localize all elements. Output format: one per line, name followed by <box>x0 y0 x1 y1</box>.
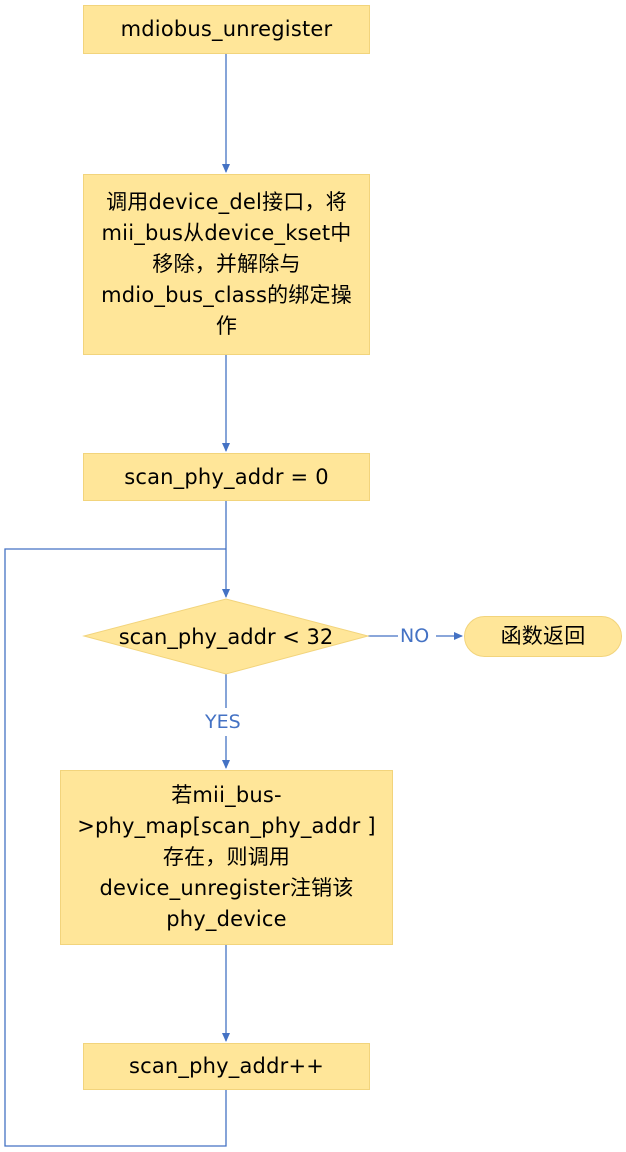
node-device-del: 调用device_del接口，将 mii_bus从device_kset中 移除… <box>83 174 370 355</box>
node-unregister-phy: 若mii_bus- >phy_map[scan_phy_addr ] 存在，则调… <box>60 770 393 945</box>
node-function-return: 函数返回 <box>464 616 622 657</box>
node-unregister-phy-line-5: phy_device <box>166 907 287 931</box>
node-mdiobus-unregister-text: mdiobus_unregister <box>120 17 333 41</box>
edge-label-yes: YES <box>203 711 243 733</box>
node-unregister-phy-line-3: 存在，则调用 <box>162 845 291 869</box>
node-device-del-line-1: 调用device_del接口，将 <box>106 190 347 214</box>
node-init-scan-addr-text: scan_phy_addr = 0 <box>124 464 329 489</box>
node-function-return-text: 函数返回 <box>500 624 586 648</box>
node-device-del-line-2: mii_bus从device_kset中 <box>101 221 352 245</box>
node-increment-scan-addr-text: scan_phy_addr++ <box>128 1054 325 1078</box>
node-unregister-phy-line-2: >phy_map[scan_phy_addr ] <box>77 814 376 838</box>
edge-loop-back <box>4 548 227 1147</box>
decision-diamond <box>82 598 370 675</box>
node-device-del-line-5: 作 <box>215 314 238 338</box>
node-unregister-phy-line-4: device_unregister注销该 <box>99 876 354 900</box>
node-unregister-phy-line-1: 若mii_bus- <box>171 783 282 807</box>
node-increment-scan-addr: scan_phy_addr++ <box>83 1043 370 1090</box>
node-mdiobus-unregister: mdiobus_unregister <box>83 5 370 54</box>
edge-label-no: NO <box>398 625 432 647</box>
node-device-del-line-4: mdio_bus_class的绑定操 <box>101 283 352 307</box>
node-decision-text: scan_phy_addr < 32 <box>118 624 334 649</box>
node-init-scan-addr: scan_phy_addr = 0 <box>83 453 370 501</box>
node-device-del-line-3: 移除，并解除与 <box>152 252 301 276</box>
